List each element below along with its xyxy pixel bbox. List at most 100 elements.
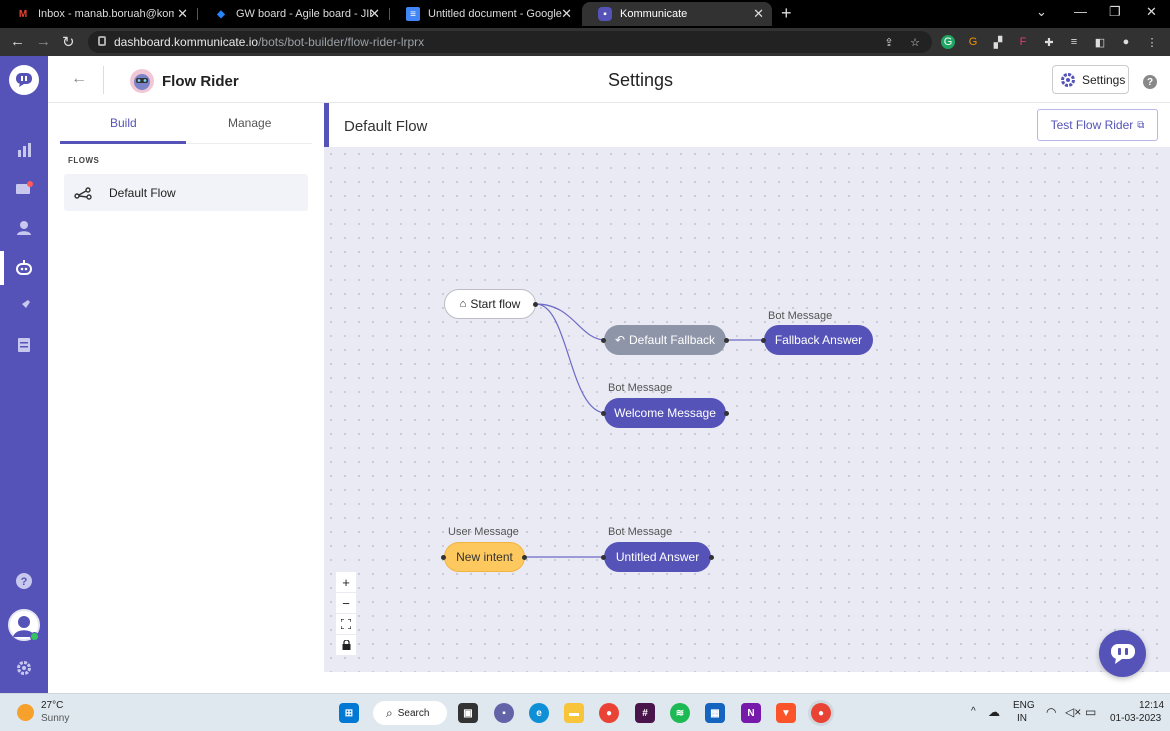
address-bar[interactable]: dashboard.kommunicate.io/bots/bot-builde… <box>88 31 932 53</box>
onedrive-cloud-icon[interactable]: ☁ <box>988 705 1000 719</box>
connector-dot[interactable] <box>601 411 606 416</box>
connector-dot[interactable] <box>533 302 538 307</box>
new-intent-node[interactable]: New intent <box>444 542 525 572</box>
settings-button[interactable]: Settings <box>1052 65 1129 94</box>
volume-muted-icon[interactable]: ◁× <box>1065 705 1082 719</box>
temperature: 27°C <box>41 700 64 711</box>
sun-icon[interactable] <box>17 704 34 721</box>
slack-icon[interactable]: # <box>635 703 655 723</box>
back-icon[interactable]: ← <box>10 33 25 50</box>
system-tray-chevron-icon[interactable]: ^ <box>971 706 976 717</box>
edge-icon[interactable]: e <box>529 703 549 723</box>
welcome-message-node[interactable]: Welcome Message <box>604 398 726 428</box>
chrome-icon[interactable]: ● <box>599 703 619 723</box>
connector-dot[interactable] <box>761 338 766 343</box>
user-avatar[interactable] <box>8 609 40 641</box>
lock-canvas-button[interactable] <box>336 635 356 655</box>
calendar-icon[interactable]: ▦ <box>705 703 725 723</box>
chrome-active-icon[interactable]: ● <box>811 703 831 723</box>
file-explorer-icon[interactable]: ▬ <box>564 703 584 723</box>
default-fallback-node[interactable]: ↶ Default Fallback <box>604 325 726 355</box>
users-icon[interactable] <box>14 218 34 238</box>
wifi-icon[interactable]: ◠ <box>1046 705 1057 719</box>
taskbar-search[interactable]: ⌕ Search <box>373 701 447 725</box>
fallback-answer-node[interactable]: Fallback Answer <box>764 325 873 355</box>
app-header: ← Flow Rider Settings Settings ? <box>48 56 1170 103</box>
back-arrow-icon[interactable]: ← <box>71 70 87 87</box>
clock-date[interactable]: 01-03-2023 <box>1110 713 1162 724</box>
extensions-puzzle-icon[interactable]: ✚ <box>1044 36 1054 49</box>
close-tab-icon[interactable]: ✕ <box>177 6 188 21</box>
minimize-icon[interactable]: — <box>1074 4 1087 19</box>
settings-gear-icon[interactable] <box>14 658 34 678</box>
connector-dot[interactable] <box>522 555 527 560</box>
clock-time[interactable]: 12:14 <box>1139 700 1165 711</box>
browser-tab-gmail[interactable]: M Inbox - manab.boruah@kommunicate.io ✕ <box>0 2 196 26</box>
forward-icon[interactable]: → <box>36 33 51 50</box>
zoom-in-button[interactable]: + <box>336 572 356 592</box>
task-view-icon[interactable]: ▣ <box>458 703 478 723</box>
browser-tab-jira[interactable]: ◆ GW board - Agile board - JIRA ✕ <box>198 2 388 26</box>
tab-search-icon[interactable]: ⌄ <box>1036 4 1047 19</box>
new-tab-icon[interactable]: + <box>781 3 792 23</box>
side-panel-icon[interactable]: ◧ <box>1094 36 1106 49</box>
tab-build[interactable]: Build <box>110 116 137 130</box>
extension-icon[interactable]: ▞ <box>993 36 1003 49</box>
close-tab-icon[interactable]: ✕ <box>753 6 764 21</box>
close-window-icon[interactable]: ✕ <box>1146 4 1157 19</box>
connector-dot[interactable] <box>709 555 714 560</box>
language[interactable]: ENG <box>1013 700 1035 711</box>
test-button-label: Test Flow Rider <box>1050 118 1134 132</box>
profile-icon[interactable]: ● <box>1122 36 1130 48</box>
close-tab-icon[interactable]: ✕ <box>561 6 572 21</box>
bot-message-caption: Bot Message <box>608 382 673 394</box>
browser-tab-docs[interactable]: ≡ Untitled document - Google Docs ✕ <box>390 2 580 26</box>
connector-dot[interactable] <box>601 555 606 560</box>
reading-list-icon[interactable]: ≡ <box>1070 36 1078 48</box>
browser-tab-strip: M Inbox - manab.boruah@kommunicate.io ✕ … <box>0 0 1170 28</box>
integrations-icon[interactable] <box>14 296 34 316</box>
g-extension-icon[interactable]: G <box>968 36 978 48</box>
browser-tab-kommunicate[interactable]: ▪ Kommunicate ✕ <box>582 2 772 26</box>
connector-dot[interactable] <box>441 555 446 560</box>
chat-widget-launcher[interactable] <box>1099 630 1146 677</box>
reload-icon[interactable]: ↻ <box>62 34 75 51</box>
onenote-icon[interactable]: N <box>741 703 761 723</box>
fit-view-button[interactable] <box>336 614 356 634</box>
flow-item-default[interactable]: Default Flow <box>64 174 308 211</box>
connector-dot[interactable] <box>601 338 606 343</box>
windows-start-icon[interactable]: ⊞ <box>339 703 359 723</box>
grammarly-icon[interactable]: G <box>941 35 955 49</box>
bot-name: Flow Rider <box>162 73 239 90</box>
flow-canvas[interactable]: ⌂ Start flow ↶ Default Fallback Bot Mess… <box>324 147 1170 672</box>
connector-dot[interactable] <box>724 338 729 343</box>
test-flow-rider-button[interactable]: Test Flow Rider ⧉ <box>1037 109 1158 141</box>
brave-icon[interactable]: ▼ <box>776 703 796 723</box>
bookmark-star-icon[interactable]: ☆ <box>910 36 920 49</box>
teams-chat-icon[interactable]: ▪ <box>494 703 514 723</box>
spotify-icon[interactable]: ≋ <box>670 703 690 723</box>
share-icon[interactable]: ⇪ <box>884 36 894 49</box>
connector-dot[interactable] <box>724 411 729 416</box>
region[interactable]: IN <box>1017 713 1027 724</box>
battery-icon[interactable]: ▭ <box>1085 705 1097 719</box>
close-tab-icon[interactable]: ✕ <box>369 6 380 21</box>
help-icon[interactable]: ? <box>14 571 34 591</box>
reports-icon[interactable] <box>14 335 34 355</box>
chat-logo-icon <box>16 73 32 87</box>
untitled-answer-node[interactable]: Untitled Answer <box>604 542 711 572</box>
analytics-icon[interactable] <box>14 140 34 160</box>
menu-kebab-icon[interactable]: ⋮ <box>1146 36 1158 49</box>
conversations-icon[interactable] <box>14 179 34 199</box>
search-icon: ⌕ <box>386 705 393 720</box>
start-flow-node[interactable]: ⌂ Start flow <box>444 289 536 319</box>
bot-icon[interactable] <box>14 258 34 278</box>
maximize-icon[interactable]: ❐ <box>1109 4 1121 19</box>
flows-section-label: FLOWS <box>68 156 100 165</box>
kommunicate-logo[interactable] <box>9 65 39 95</box>
figma-extension-icon[interactable]: F <box>1019 36 1027 48</box>
user-message-caption: User Message <box>448 526 519 538</box>
zoom-out-button[interactable]: − <box>336 593 356 613</box>
tab-manage[interactable]: Manage <box>228 116 272 130</box>
help-icon[interactable]: ? <box>1143 75 1157 89</box>
